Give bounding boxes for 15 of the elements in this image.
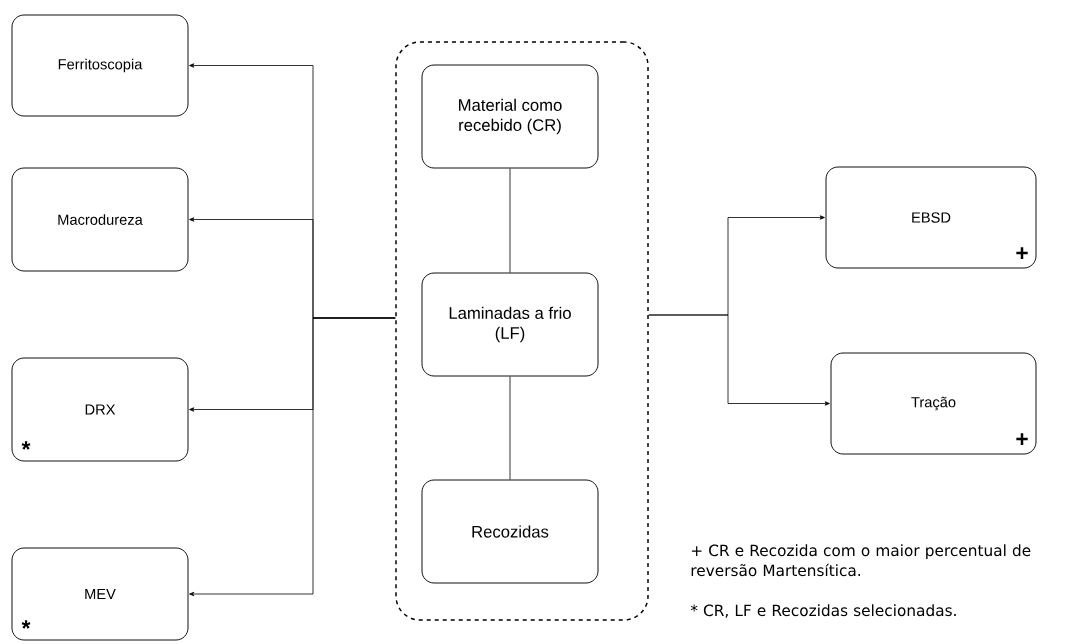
test-box: Ferritoscopia — [11, 14, 189, 117]
note-text: + CR e Recozida com o maior percentual de reversão Martensítica. — [691, 544, 1031, 577]
test-box: Macrodureza — [11, 167, 189, 272]
marker-symbol: * — [21, 620, 31, 629]
connector-line — [509, 168, 511, 273]
sample-box: Laminadas a frio (LF) — [421, 272, 599, 377]
arrow — [189, 317, 396, 597]
sample-box: Material como recebido (CR) — [421, 64, 599, 169]
marker-symbol: + — [1016, 247, 1028, 259]
arrow — [648, 314, 830, 406]
sample-box: Recozidas — [421, 479, 599, 584]
note-text: * CR, LF e Recozidas selecionadas. — [690, 604, 956, 618]
marker-symbol: + — [1016, 433, 1028, 445]
connector-line — [509, 376, 511, 480]
marker-symbol: * — [21, 441, 31, 450]
